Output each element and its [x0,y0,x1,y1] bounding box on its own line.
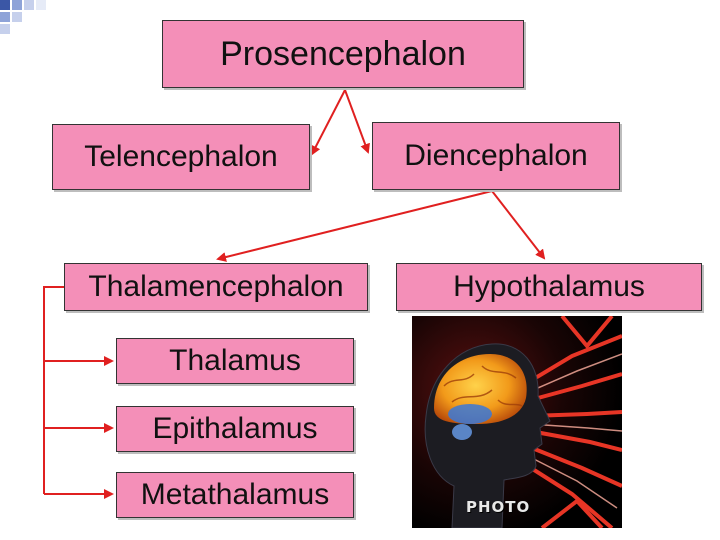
arrow-pros-to-dien [344,89,370,154]
node-diencephalon: Diencephalon [372,122,620,190]
arrow-dien-to-thal [216,190,493,262]
arrow-dien-to-hypo [491,190,546,260]
node-telencephalon: Telencephalon [52,124,310,190]
node-label: Diencephalon [404,139,588,172]
node-label: Telencephalon [84,140,278,173]
node-label: Prosencephalon [220,34,466,73]
node-label: Thalamencephalon [88,270,344,303]
arrow-pros-to-tel [311,89,346,156]
node-metathalamus: Metathalamus [116,472,354,518]
corner-decoration [0,0,46,34]
node-thalamencephalon: Thalamencephalon [64,263,368,311]
node-epithalamus: Epithalamus [116,406,354,452]
node-label: Metathalamus [140,478,330,511]
image-caption: PHOTO [466,498,531,516]
node-hypothalamus: Hypothalamus [396,263,702,311]
brain-illustration [412,316,622,528]
node-thalamus: Thalamus [116,338,354,384]
node-label: Thalamus [169,344,301,377]
node-label: Epithalamus [152,412,318,445]
node-prosencephalon: Prosencephalon [162,20,524,88]
node-label: Hypothalamus [453,270,645,303]
bracket-thal-children [43,286,66,494]
